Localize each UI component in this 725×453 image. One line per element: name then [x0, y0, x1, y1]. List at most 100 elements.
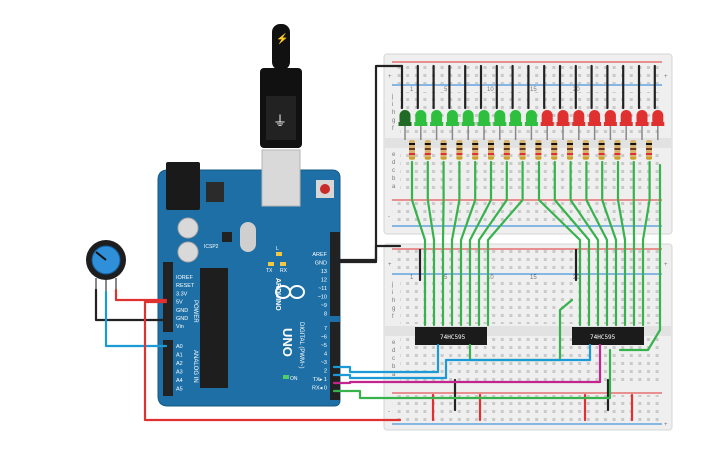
led-signal-wire[interactable] [585, 160, 609, 327]
ground-wire-to-rail[interactable] [332, 244, 402, 264]
model-text: UNO [280, 328, 295, 357]
resistor-band [630, 153, 637, 155]
led-signal-wire[interactable] [641, 160, 651, 327]
pin-label: Vin [176, 324, 184, 330]
pin-label: RX◂ 0 [312, 386, 327, 392]
resistor-band [582, 148, 589, 150]
row-letter: i [392, 290, 393, 296]
resistor-band [598, 143, 605, 145]
clock-wire[interactable] [332, 343, 592, 380]
column-number: 15 [530, 87, 537, 93]
resistor-band [519, 153, 526, 155]
pot-5v-wire[interactable] [114, 288, 168, 302]
resistor-band [519, 143, 526, 145]
row-letter: f [392, 126, 394, 132]
led-rim [445, 122, 459, 126]
resistor-band [646, 148, 652, 150]
pin-label: GND [176, 316, 188, 322]
led-signal-wire[interactable] [477, 160, 508, 327]
chip-body [572, 327, 644, 345]
resistor-band [456, 153, 463, 155]
pin-label: ~9 [321, 303, 327, 309]
pot-gnd-wire[interactable] [94, 288, 168, 322]
led-signal-wire[interactable] [468, 160, 493, 327]
led-signal-wire[interactable] [450, 160, 461, 327]
breadboard-bottom [383, 243, 673, 431]
resistor-band [503, 157, 510, 159]
led-on-label: ON [290, 376, 298, 382]
resistor-band [519, 157, 526, 159]
pin-label: A3 [176, 370, 183, 376]
column-number: 1 [410, 275, 414, 281]
resistor-band [567, 143, 573, 145]
usb-plug-inner [266, 96, 296, 140]
pin-label: GND [315, 261, 327, 267]
led-signal-wire[interactable] [441, 160, 445, 327]
led-l [276, 252, 282, 256]
led-signal-wire[interactable] [459, 160, 477, 327]
resistor-band [614, 157, 621, 159]
led-signal-wire[interactable] [601, 160, 618, 327]
row-letter: d [392, 348, 395, 354]
led-signal-wire[interactable] [410, 160, 427, 327]
shift-register-right[interactable]: 74HC595 [572, 327, 644, 345]
potentiometer-pointer [95, 251, 107, 261]
resistor-band [535, 148, 542, 150]
led-signal-wire[interactable] [569, 160, 600, 327]
resistor-band [409, 148, 415, 150]
latch-wire[interactable] [332, 343, 602, 385]
led-row [398, 110, 665, 140]
led-rim [414, 122, 428, 126]
pin-label: A4 [176, 378, 183, 384]
icsp-label: ICSP2 [204, 244, 219, 250]
resistor-band [472, 143, 479, 145]
led-signal-wire[interactable] [537, 160, 582, 327]
wires [94, 64, 662, 422]
chip-label: 74HC595 [590, 334, 616, 341]
data-wire[interactable] [332, 343, 440, 374]
pin-label: 8 [324, 312, 327, 318]
pin-label: 12 [321, 278, 327, 284]
enable-wire[interactable] [332, 348, 612, 400]
row-letter: h [392, 298, 395, 304]
resistor-band [551, 143, 558, 145]
led-signal-wire[interactable] [486, 160, 524, 327]
usb-cable-strain [272, 24, 290, 70]
potentiometer[interactable] [86, 240, 126, 292]
pin-label: 2 [324, 369, 327, 375]
chain-wire[interactable] [618, 163, 662, 352]
resistor-band [409, 143, 415, 145]
led-signal-wire[interactable] [553, 160, 591, 327]
led-rim [509, 122, 523, 126]
usb-cable[interactable]: ⚡ ⏚ [260, 24, 302, 207]
main-5v-wire[interactable] [143, 300, 402, 422]
resistor-band [614, 148, 621, 150]
digital-header-top [330, 232, 340, 316]
resistor-band [456, 157, 463, 159]
reset-button[interactable] [320, 184, 330, 194]
resistor-band [551, 157, 558, 159]
capacitor [177, 217, 199, 239]
arduino-uno-board[interactable] [157, 162, 341, 407]
led-rx-label: RX [280, 268, 288, 274]
column-number: 5 [444, 275, 448, 281]
resistor-band [488, 143, 494, 145]
row-letter: b [392, 364, 396, 370]
resistor-band [614, 153, 621, 155]
shift-register-left[interactable]: 74HC595 [415, 327, 487, 345]
ground-wire-aref[interactable] [332, 64, 404, 262]
row-letter: d [392, 160, 395, 166]
led-signal-wire[interactable] [426, 160, 436, 327]
pin-label: RESET [176, 283, 195, 289]
resistor-band [535, 157, 542, 159]
led-rim [524, 122, 538, 126]
pin-label: A1 [176, 353, 183, 359]
led-rim [635, 122, 649, 126]
led-signal-wire[interactable] [616, 160, 627, 327]
resistor-band [646, 143, 652, 145]
row-letter: j [391, 282, 393, 288]
pin-label: ~5 [321, 343, 327, 349]
